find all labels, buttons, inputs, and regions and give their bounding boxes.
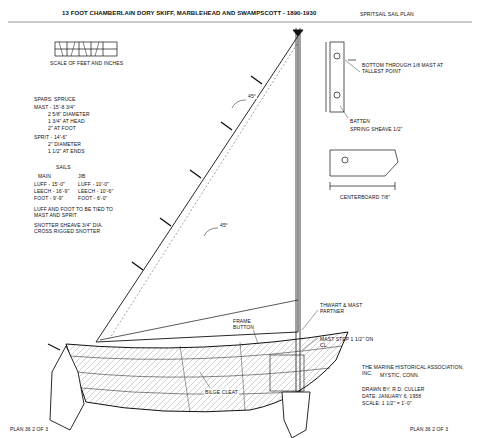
drawing-label: DATE: JANUARY 6, 1958 — [362, 393, 421, 399]
drawing-label: 2" AT FOOT — [48, 125, 76, 131]
drawing-label: SPRING SHEAVE 1/2" — [350, 126, 402, 132]
drawing-label: MAIN — [38, 173, 51, 179]
drawing-label: 2" DIAMETER — [48, 141, 81, 147]
drawing-label: SPRITSAIL SAIL PLAN — [360, 11, 414, 17]
drawing-label: LUFF - 15'-0" — [34, 181, 65, 187]
drawing-label: 45° — [247, 93, 257, 99]
drawing-label: DRAWN BY: R.D. CULLER — [362, 386, 424, 392]
drawing-label: LUFF AND FOOT TO BE TIED TO MAST AND SPR… — [34, 206, 114, 218]
title-rule — [8, 22, 472, 23]
drawing-label: BILGE CLEAT — [204, 389, 239, 395]
drawing-label: SCALE: 1 1/2" = 1'-0" — [362, 400, 412, 406]
drawing-label: FOOT - 6'-0" — [78, 195, 107, 201]
drawing-label: BOTTOM THROUGH 1/8 MAST AT TALLEST POINT — [362, 62, 457, 74]
drawing-label: PLAN 36 2 OF 3 — [10, 426, 48, 432]
sail — [96, 30, 303, 342]
drawing-label: LUFF - 10'-0" — [78, 181, 109, 187]
scale-bar — [55, 42, 117, 56]
drawing-label: BATTEN — [350, 118, 370, 124]
drawing-label: LEECH - 16'-9" — [34, 188, 69, 194]
drawing-label: MYSTIC, CONN. — [380, 372, 419, 378]
drawing-label: SNOTTER SHEAVE 3/4" DIA. CROSS RIGGED SN… — [34, 222, 114, 234]
drawing-label: MAST - 15'-8 3/4" — [34, 104, 75, 110]
drawing-title: 13 FOOT CHAMBERLAIN DORY SKIFF, MARBLEHE… — [62, 10, 352, 17]
drawing-label: PLAN 36 2 OF 3 — [410, 426, 448, 432]
drawing-label: CENTERBOARD 7/8" — [340, 194, 390, 200]
mast — [296, 28, 300, 392]
drawing-label: FOOT - 9'-9" — [34, 195, 63, 201]
rudder — [48, 344, 84, 430]
drawing-label: JIB — [78, 173, 86, 179]
drawing-label: THWART & MAST PARTNER — [320, 302, 380, 314]
drawing-label: LEECH - 10'-6" — [78, 188, 113, 194]
drawing-label: FRAME BUTTON — [232, 318, 274, 330]
drawing-label: SAILS — [56, 164, 71, 170]
sheave-detail — [326, 42, 356, 112]
drawing-label: 1 1/2" AT ENDS — [48, 148, 85, 154]
drawing-label: 45° — [219, 222, 229, 228]
drawing-label: SPARS: SPRUCE — [34, 96, 76, 102]
drawing-label: 2 5/8" DIAMETER — [48, 111, 90, 117]
drawing-label: 1 3/4" AT HEAD — [48, 118, 85, 124]
centerboard-detail — [330, 150, 398, 190]
drawing-label: MAST STEP 1 1/2" ON CL. — [320, 336, 380, 348]
drawing-label: SPRIT - 14'-6" — [34, 134, 67, 140]
drawing-label: SCALE OF FEET AND INCHES — [50, 60, 123, 66]
centerboard — [270, 355, 310, 438]
